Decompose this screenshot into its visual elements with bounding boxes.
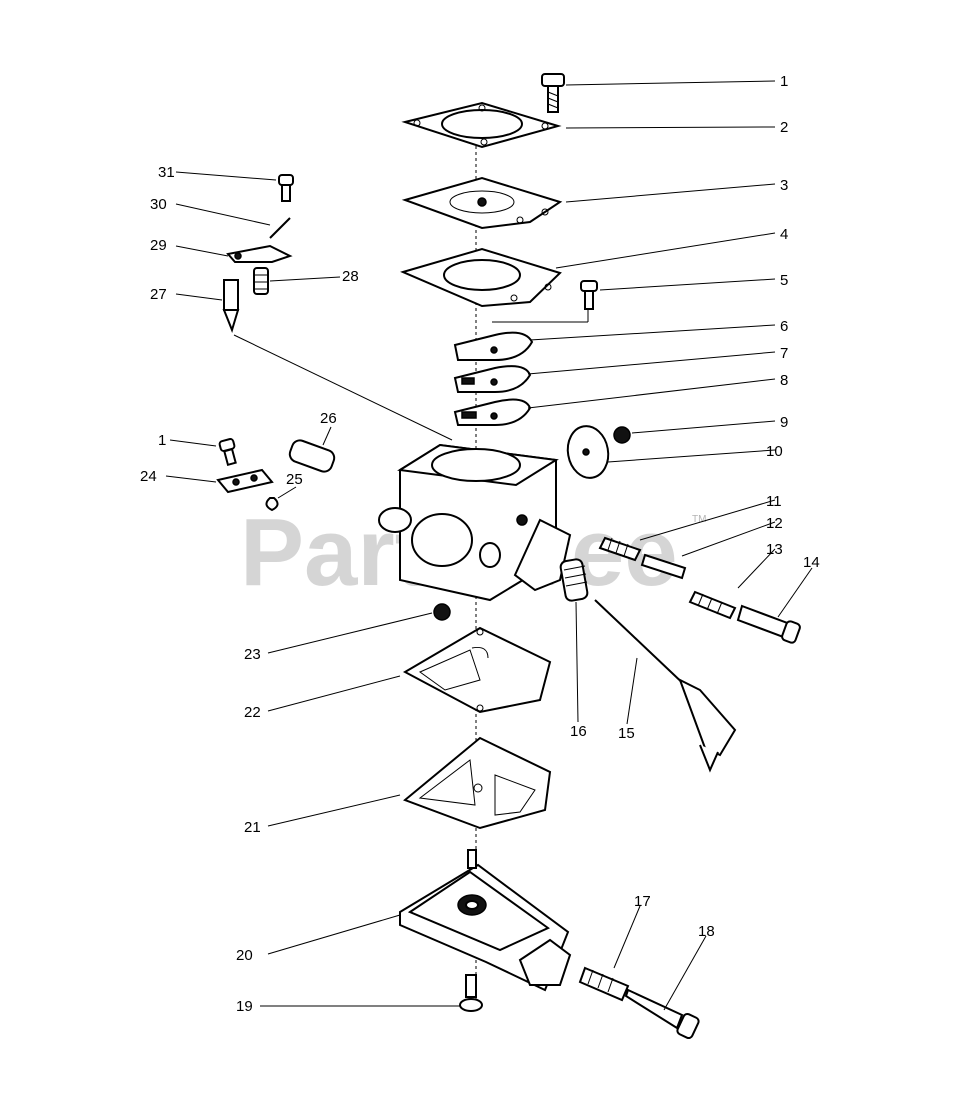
part-1-screw	[541, 73, 565, 113]
part-26-fitting	[288, 439, 336, 473]
callout-30: 30	[150, 196, 167, 213]
part-6-plate	[453, 331, 534, 361]
part-16-spring	[559, 558, 589, 602]
callout-16: 16	[570, 723, 587, 740]
callout-28: 28	[342, 268, 359, 285]
part-3-pump-diaphragm	[401, 176, 563, 230]
callout-9: 9	[780, 414, 788, 431]
part-10-disc	[566, 425, 610, 479]
watermark-trademark: TM	[692, 514, 706, 525]
part-11-spring	[598, 536, 642, 562]
callout-20: 20	[236, 947, 253, 964]
part-17-spring	[578, 966, 630, 1002]
callout-11: 11	[766, 493, 782, 510]
callout-19: 19	[236, 998, 253, 1015]
part-28-spring	[253, 267, 269, 295]
callout-5: 5	[780, 272, 788, 289]
callout-23: 23	[244, 646, 261, 663]
part-24-plate	[216, 468, 274, 494]
callout-24: 24	[140, 468, 157, 485]
part-19-screw	[459, 974, 483, 1012]
part-27-needle	[222, 279, 240, 334]
part-29-lever	[226, 244, 293, 263]
part-15-throttle-shaft	[594, 599, 737, 773]
part-18-screw	[624, 988, 700, 1040]
part-22-diaphragm	[402, 626, 552, 714]
part-9-gear	[613, 426, 631, 444]
callout-18: 18	[698, 923, 715, 940]
callout-12: 12	[766, 515, 783, 532]
callout-21: 21	[244, 819, 261, 836]
part-30-pin	[269, 217, 291, 239]
leader-lines	[165, 80, 813, 1011]
part-13-spring	[688, 590, 737, 620]
callout-6: 6	[780, 318, 788, 335]
part-4-gasket	[400, 247, 562, 308]
callout-3: 3	[780, 177, 788, 194]
callout-17: 17	[634, 893, 651, 910]
part-12-screw	[640, 553, 687, 580]
callout-1: 1	[780, 73, 788, 90]
part-31-screw	[278, 174, 294, 202]
callout-14: 14	[803, 554, 820, 571]
part-1b-screw	[218, 438, 237, 467]
callout-25: 25	[286, 471, 303, 488]
callout-10: 10	[766, 443, 783, 460]
callout-4: 4	[780, 226, 788, 243]
part-21-gasket	[403, 736, 552, 830]
carburetor-body	[378, 443, 572, 602]
part-14-screw	[736, 604, 801, 644]
part-23-screen	[433, 603, 451, 621]
callout-15: 15	[618, 725, 635, 742]
part-8-plate	[453, 398, 532, 426]
callout-1b: 1	[158, 432, 166, 449]
part-7-plate	[453, 365, 532, 393]
callout-8: 8	[780, 372, 788, 389]
callout-31: 31	[158, 164, 175, 181]
callout-27: 27	[150, 286, 167, 303]
part-25-clip	[265, 497, 279, 512]
part-5-screw	[580, 280, 598, 310]
part-20-cover	[399, 849, 572, 992]
callout-7: 7	[780, 345, 788, 362]
callout-2: 2	[780, 119, 788, 136]
needle-guide-line	[233, 334, 453, 441]
callout-13: 13	[766, 541, 783, 558]
callout-29: 29	[150, 237, 167, 254]
callout-22: 22	[244, 704, 261, 721]
callout-26: 26	[320, 410, 337, 427]
part-2-pump-cover	[401, 101, 562, 149]
